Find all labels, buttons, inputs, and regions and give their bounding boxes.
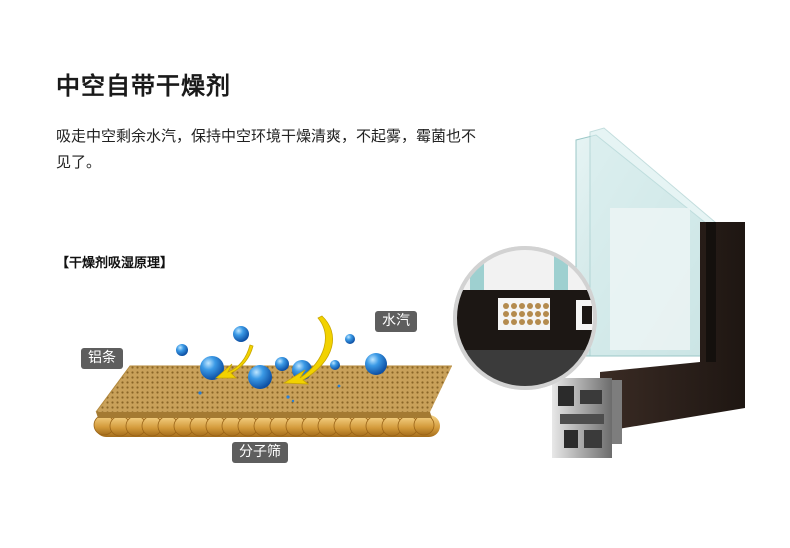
aluminum-strip [95,365,452,418]
molecular-sieve-tubes [93,414,440,437]
description-text: 吸走中空剩余水汽，保持中空环境干燥清爽，不起雾，霉菌也不见了。 [56,127,477,171]
sieve-diagram [93,315,452,437]
absorbed-moisture [198,384,341,403]
magnified-spacer [453,246,597,390]
window-profile [552,127,745,458]
aluminum-extrusion [552,378,622,458]
water-droplets [176,326,387,389]
absorption-arrows [214,315,333,385]
aluminum-strip-label: 铝条 [81,348,123,369]
water-vapor-label: 水汽 [375,311,417,332]
molecular-sieve-label: 分子筛 [232,442,288,463]
section-label: 【干燥剂吸湿原理】 [56,256,174,271]
page-title: 中空自带干燥剂 [56,72,231,100]
